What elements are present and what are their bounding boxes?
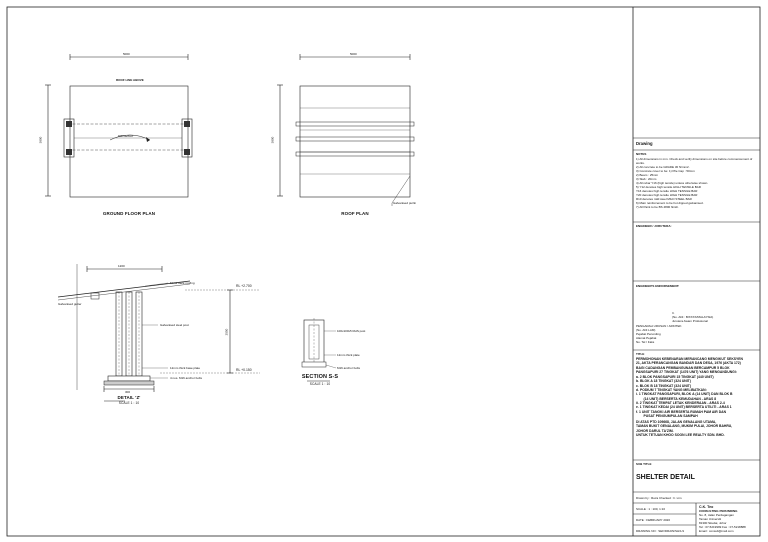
plan-width-dim: 5000: [123, 52, 130, 56]
section-s-s: [301, 318, 337, 382]
architect-line: Alamat Pejabat: [636, 336, 657, 340]
architect-block: PENGARAH URUSAN / ARKITEK (No. Ahli LAM)…: [636, 324, 726, 344]
title-header: TITLE: [636, 352, 645, 356]
gutter-note: Galvanised gutter: [58, 302, 82, 306]
note-line: 3) Slab : 20mm: [636, 177, 657, 181]
title-line: 21, AKTA PERANCANGAN BANDAR DAN DESA, 19…: [636, 361, 741, 366]
consultant-line: Ir.: [672, 311, 675, 315]
note-line: 1) All dimensions in mm. Check and verif…: [636, 157, 753, 165]
engineer-header: ENGINEER / JURUTERA:: [636, 224, 672, 228]
architect-line: PENGARAH URUSAN / ARKITEK: [636, 324, 682, 328]
title-line: TAMAN BUKIT GENALANG, MUKIM PULAI, JOHOR…: [636, 424, 733, 429]
firm-line: C.K. Teo: [699, 505, 714, 509]
title-line: b. BLOK A 18 TINGKAT (324 UNIT): [636, 379, 691, 384]
architect-line: Pejabat Perunding: [636, 332, 661, 336]
firm-line: 81300 Skudai, Johor: [699, 521, 727, 525]
title-line: a. 2 BLOK PANGSAPURI 15 TINGKAT (440 UNI…: [636, 375, 714, 380]
title-line: UNTUK TETUAN KHOO SOON LEE REALTY SDN. B…: [636, 433, 725, 438]
note-line: R10 denotes mild steel MILD STEEL BAR: [636, 197, 692, 201]
title-line: PERMOHONAN KEBENARAN MERANCANG MENGIKUT …: [636, 357, 743, 361]
drawing-title: SHELTER DETAIL: [636, 474, 695, 481]
roof-line-label: ROOF LINE ABOVE: [116, 78, 144, 82]
anchor-bolts-note: 4 nos. M16 anchor bolts: [170, 376, 203, 380]
roof-sheet-note: Metal deck roofing: [170, 281, 195, 285]
title-line: DI ATAS PTD 109668, JALAN GENALANG UTAMA…: [636, 420, 717, 425]
note-line: Y16 denotes high tensile HIGH TENSILE BA…: [636, 189, 698, 193]
title-line: PANGSAPURI 27 TINGKAT (1476 UNIT) YANG M…: [636, 369, 737, 374]
ground-floor-plan: [45, 54, 193, 198]
notes-list: 1) All dimensions in mm. Check and verif…: [636, 157, 758, 209]
title-line: PUSAT PENGUMPULAN SAMPAH: [636, 413, 698, 418]
firm-line: CONSULTING PERUNDING: [699, 509, 738, 513]
note-line: 2) All concrete to be GRADE 30 N/mm2.: [636, 165, 690, 169]
title-line: f. 1 UNIT TANGKI AIR BERSERTA RUMAH PAM …: [636, 409, 727, 414]
owner-header: ENGINEER'S ENDORSEMENT:: [636, 284, 680, 288]
note-line: 2) Beam : 25mm: [636, 173, 659, 177]
section-bolts-note: M16 anchor bolts: [337, 366, 361, 370]
note-line: 4) All rebar Y16 (high tensile) unless o…: [636, 181, 709, 185]
firm-line: Email : consult@mail.com: [699, 529, 734, 533]
post-note: Galvanised steel post: [160, 323, 189, 327]
ground-floor-plan-label: GROUND FLOOR PLAN: [102, 211, 156, 216]
roof-height-dim: 3800: [270, 136, 275, 144]
titleblock-grid: [633, 137, 760, 536]
firm-line: Taman Universiti: [699, 517, 722, 521]
base-plate-note: 12mm thick base plate: [170, 366, 201, 370]
title-line: JOHOR DARUL TA'ZIM.: [636, 428, 674, 433]
note-line: 5) Y12 denotes high tensile HIGH TENSILE…: [636, 185, 701, 189]
plan-height-dim: 3800: [38, 136, 43, 144]
architect-line: (No. Ahli LAM): [636, 328, 656, 332]
section-plate-note: 12mm thick plate: [337, 353, 360, 357]
rl-bottom-label: RL +0.150: [236, 368, 252, 372]
section-label: SECTION S-S: [301, 374, 339, 380]
title-line: i. 1 TINGKAT PANGSAPURI, BLOK A (14 UNIT…: [636, 392, 733, 397]
sheet-border: [6, 6, 761, 537]
roof-plan-label: ROOF PLAN: [341, 211, 369, 216]
detail-scale-label: SCALE 1 : 10: [118, 401, 140, 405]
title-line: (14 UNIT) BERSERTA KEMUDAHAN - ARAS 8: [636, 396, 717, 401]
title-line: d. PODIUM 7 TINGKAT YANG MELIBATKAN:: [636, 388, 707, 393]
section-post-note: 100x100x5 RHS post: [337, 329, 366, 333]
subtitle-header: SUB TITLE: [636, 462, 652, 466]
note-line: Y20 denotes high tensile HIGH TENSILE BA…: [636, 193, 698, 197]
firm-block: C.K. Teo CONSULTING PERUNDING No. 8, Jal…: [699, 505, 759, 533]
title-line: ii. 2 TINGKAT TEMPAT LETAK KENDERAAN - A…: [636, 400, 725, 405]
drawing-header: Drawing: [636, 141, 653, 146]
notes-header: NOTES: [636, 152, 647, 156]
title-line: BAGI CADANGAN PEMBANGUNAN BERCAMPUR 5 BL…: [636, 365, 730, 370]
driveway-label: DRIVEWAY: [118, 134, 134, 138]
title-line: e. 1 TINGKAT KEDAI (24 UNIT) BERSERTA UT…: [636, 405, 732, 410]
drawn-by: Drawn by : Reza Checked : Ir. Lim: [636, 496, 682, 500]
detail-height-dim: 2550: [224, 328, 229, 336]
drawing-number: DRAWING NO : SEF/DRAIN/SH/1/1: [636, 529, 685, 533]
roof-width-dim: 5000: [350, 52, 357, 56]
consultant-line: Jurutera Awam Profesional: [672, 319, 708, 323]
detail-base-dim: 300: [125, 390, 131, 394]
firm-line: Tel : 07-5219999 Fax : 07-5218888: [699, 525, 746, 529]
detail-z: [57, 264, 260, 402]
title-line: c. BLOK B 18 TINGKAT (324 UNIT): [636, 383, 691, 388]
note-line: 6) Main reinforcement to be hot dipped g…: [636, 201, 704, 205]
section-scale-label: SCALE 1 : 10: [309, 382, 331, 386]
title-lines: PERMOHONAN KEBENARAN MERANCANG MENGIKUT …: [636, 357, 760, 437]
consultant-line: (No. Ahli : B/XXXX/MALAYSIA): [672, 315, 714, 319]
consultant-block: Ir. (No. Ahli : B/XXXX/MALAYSIA) Juruter…: [672, 311, 752, 323]
note-line: 3) Concrete cover to be: 1) Pile Cap : 5…: [636, 169, 695, 173]
detail-width-dim: 1200: [118, 264, 125, 268]
architect-line: No. Tel / Faks: [636, 340, 655, 344]
date-field: DATE : FEBRUARY 2020: [636, 518, 671, 522]
scale-field: SCALE : 1 : 100, 1:10: [636, 507, 666, 511]
note-line: 7) All Paint to be BS 4800 finish.: [636, 205, 679, 209]
roof-purlin-note: Galvanised purlin: [393, 201, 417, 205]
roof-plan: [277, 54, 415, 206]
firm-line: No. 8, Jalan Perdagangan: [699, 513, 734, 517]
detail-label: DETAIL 'Z': [117, 395, 141, 400]
rl-top-label: RL +2.700: [236, 284, 252, 288]
